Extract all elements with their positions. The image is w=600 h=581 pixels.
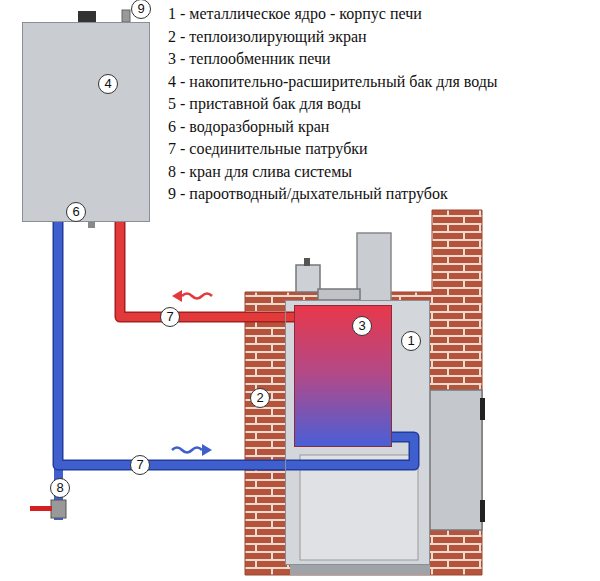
pipe-connector (120, 222, 294, 317)
legend-line: 1 - металлическое ядро - корпус печи (168, 4, 422, 24)
drain-valve (51, 500, 66, 518)
cold-flow-arrowhead (202, 444, 212, 456)
door-box (430, 390, 482, 530)
legend-line: 4 - накопительно-расширительный бак для … (168, 72, 498, 92)
callout-number: 2 (250, 388, 270, 408)
steam-pipe (122, 10, 130, 22)
legend-line: 9 - пароотводный/дыхательный патрубок (168, 184, 448, 204)
stove-base (290, 565, 430, 575)
callout-number: 6 (66, 202, 86, 222)
door-handle (480, 500, 485, 522)
legend-line: 6 - водоразборный кран (168, 117, 329, 137)
callout-number: 9 (131, 0, 151, 19)
legend-line: 3 - теплообменник печи (168, 49, 331, 69)
hot-flow-arrowhead (172, 290, 182, 302)
legend-line: 8 - кран для слива системы (168, 162, 352, 182)
hot-flow-arrow (182, 294, 212, 299)
side-tank-pipe (304, 258, 310, 266)
callout-number: 7 (130, 455, 150, 475)
callout-number: 4 (98, 74, 118, 94)
side-tank (296, 265, 320, 292)
callout-number: 8 (50, 478, 70, 498)
pipe-connector (58, 222, 414, 465)
legend-line: 2 - теплоизолирующий экран (168, 27, 367, 47)
callout-number: 3 (352, 316, 372, 336)
legend-line: 5 - приставной бак для воды (168, 94, 361, 114)
tank-cap (78, 11, 96, 22)
door-handle (480, 398, 485, 420)
stove-lid (318, 289, 360, 300)
brick-wall (245, 210, 482, 575)
water-tank: 4 (22, 22, 150, 222)
firebox (300, 455, 418, 560)
callout-number: 7 (160, 307, 180, 327)
cold-flow-arrow (172, 448, 202, 453)
stove-body: 13 (285, 300, 430, 565)
callout-number: 1 (401, 331, 421, 351)
drain-handle (30, 506, 52, 511)
heat-exchanger: 3 (294, 305, 392, 447)
legend-line: 7 - соединительные патрубки (168, 139, 368, 159)
chimney-pipe (357, 233, 391, 303)
